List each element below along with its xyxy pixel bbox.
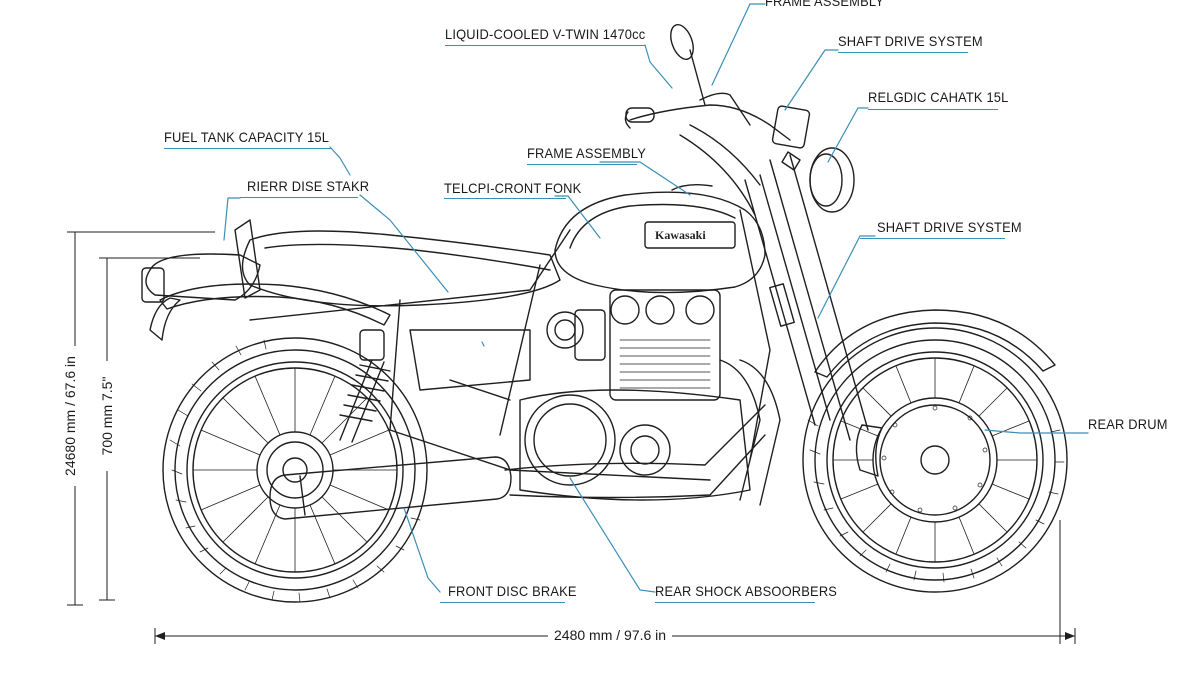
rear-shock [339, 329, 391, 443]
label-engine-underline [445, 45, 645, 46]
front-fork [744, 154, 869, 441]
label-frame-assembly-top: FRAME ASSEMBLY [765, 0, 885, 9]
label-frame-assembly-underline [527, 164, 637, 165]
seat [145, 230, 561, 307]
label-rier-dise-underline [240, 197, 358, 198]
label-shaft-drive-top: SHAFT DRIVE SYSTEM [838, 33, 983, 49]
label-telcpi-underline [444, 198, 566, 199]
label-front-disc: FRONT DISC BRAKE [448, 583, 577, 599]
front-wheel [802, 327, 1068, 593]
front-fender [814, 309, 1056, 378]
label-telcpi: TELCPI-CRONT FONK [444, 180, 582, 196]
label-rear-drum: REAR DRUM [1088, 416, 1168, 432]
handlebar [624, 24, 811, 216]
label-relgdic: RELGDIC CAHATK 15L [868, 89, 1009, 105]
label-engine: LIQUID-COOLED V-TWIN 1470cc [445, 26, 646, 42]
fuel-tank [554, 183, 766, 294]
label-fuel-tank-underline [164, 148, 332, 149]
label-fuel-tank: FUEL TANK CAPACITY 15L [164, 129, 330, 145]
label-rear-shock: REAR SHOCK ABSOORBERS [655, 583, 838, 599]
label-rier-dise: RIERR DISE STAKR [247, 178, 370, 194]
rear-wheel [162, 337, 428, 603]
label-shaft-drive-underline [860, 238, 1005, 239]
headlight [781, 147, 855, 213]
exhaust [269, 404, 766, 520]
rear-fender [141, 219, 391, 341]
dimension-height-outer: 24680 mm / 67.6 in [62, 346, 78, 486]
label-shaft-drive: SHAFT DRIVE SYSTEM [877, 219, 1022, 235]
label-rear-shock-underline [655, 602, 815, 603]
label-frame-assembly: FRAME ASSEMBLY [527, 145, 647, 161]
label-shaft-drive-top-underline [838, 52, 968, 53]
dimension-height-inner: 700 mm 7.5" [99, 361, 115, 471]
tank-logo-text: Kawasaki [655, 228, 706, 242]
frame [249, 209, 771, 481]
dimension-length: 2480 mm / 97.6 in [548, 627, 673, 643]
label-relgdic-underline [868, 109, 998, 110]
label-front-disc-underline [440, 602, 565, 603]
